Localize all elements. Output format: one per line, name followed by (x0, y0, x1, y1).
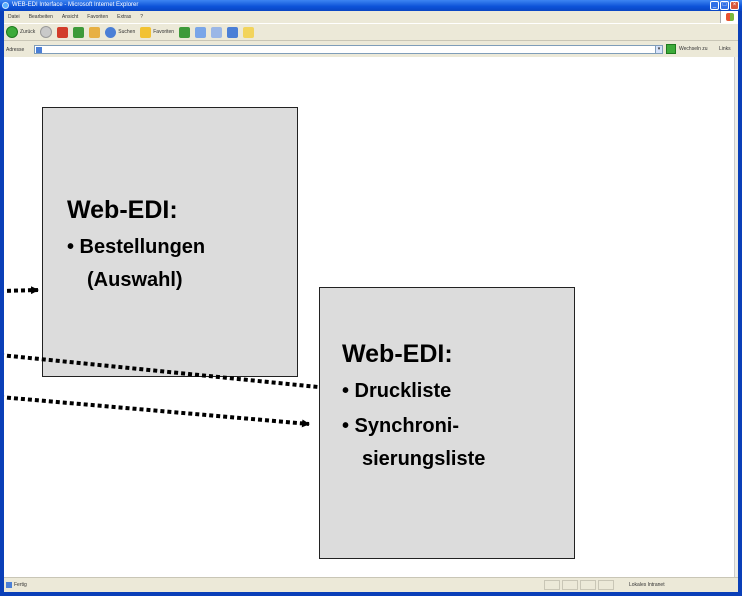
box1-title: Web-EDI: (67, 196, 178, 224)
favorites-label: Favoriten (153, 29, 175, 35)
address-label: Adresse (6, 46, 25, 53)
favorites-star-icon (140, 26, 152, 38)
go-arrow-icon[interactable] (666, 44, 676, 54)
stop-icon[interactable] (57, 26, 69, 38)
page-icon (36, 47, 42, 53)
status-cells (544, 580, 614, 590)
window-title: WEB-EDI Interface - Microsoft Internet E… (12, 2, 139, 8)
back-label: Zurück (20, 29, 36, 35)
status-page-icon (6, 582, 12, 588)
box1-bullet-orders: • Bestellungen (67, 236, 206, 258)
links-button[interactable]: Links (719, 46, 731, 52)
menu-bar: Datei Bearbeiten Ansicht Favoriten Extra… (4, 11, 738, 23)
window-controls: _ □ × (710, 1, 739, 10)
go-button[interactable]: Wechseln zu (679, 46, 708, 52)
back-arrow-icon (6, 26, 18, 38)
menu-datei[interactable]: Datei (8, 14, 20, 20)
address-bar: Adresse ▾ Wechseln zu Links (4, 42, 738, 57)
mail-icon[interactable] (195, 26, 207, 38)
menu-ansicht[interactable]: Ansicht (61, 14, 79, 20)
search-icon (105, 26, 117, 38)
back-button[interactable]: Zurück (6, 26, 35, 38)
menu-extras[interactable]: Extras (117, 14, 132, 20)
forward-button[interactable] (40, 26, 53, 38)
status-bar: Fertig Lokales Intranet (4, 577, 738, 592)
address-dropdown-button[interactable]: ▾ (655, 45, 663, 54)
web-edi-orders-box: Web-EDI: • Bestellungen (Auswahl) (42, 107, 298, 377)
menu-bearbeiten[interactable]: Bearbeiten (28, 14, 53, 20)
minimize-button[interactable]: _ (710, 1, 719, 10)
search-label: Suchen (118, 29, 136, 35)
vertical-scrollbar[interactable] (734, 57, 738, 577)
box2-bullet-synclist: sierungsliste (362, 448, 486, 470)
menu-help[interactable]: ? (140, 14, 144, 20)
edit-icon[interactable] (227, 26, 239, 38)
status-text: Fertig (14, 582, 27, 588)
arrow-to-orders (4, 286, 39, 295)
page-content: Web-EDI: • Bestellungen (Auswahl) Web-ED… (4, 57, 734, 577)
flow-arrows (4, 286, 319, 428)
line-to-printlist (4, 353, 319, 389)
menu-favoriten[interactable]: Favoriten (87, 14, 109, 20)
title-bar: WEB-EDI Interface - Microsoft Internet E… (0, 0, 742, 11)
close-button[interactable]: × (730, 1, 739, 10)
box2-title: Web-EDI: (342, 340, 453, 368)
standard-toolbar: Zurück Suchen Favoriten (4, 23, 738, 41)
box1-bullet-selection: (Auswahl) (87, 269, 183, 291)
web-edi-lists-box: Web-EDI: • Druckliste • Synchroni- sieru… (319, 287, 575, 559)
history-icon[interactable] (179, 26, 191, 38)
arrow-to-synclist (4, 395, 310, 428)
favorites-button[interactable]: Favoriten (140, 26, 175, 38)
maximize-button[interactable]: □ (720, 1, 729, 10)
search-button[interactable]: Suchen (105, 26, 136, 38)
address-input[interactable] (34, 45, 658, 54)
folder-icon[interactable] (243, 26, 255, 38)
box2-bullet-sync: • Synchroni- (342, 415, 460, 437)
print-icon[interactable] (211, 26, 223, 38)
internet-explorer-icon (2, 2, 9, 9)
box2-bullet-printlist: • Druckliste (342, 380, 452, 402)
refresh-icon[interactable] (73, 26, 85, 38)
home-icon[interactable] (89, 26, 101, 38)
windows-logo-icon (720, 11, 738, 23)
security-zone: Lokales Intranet (629, 582, 665, 588)
